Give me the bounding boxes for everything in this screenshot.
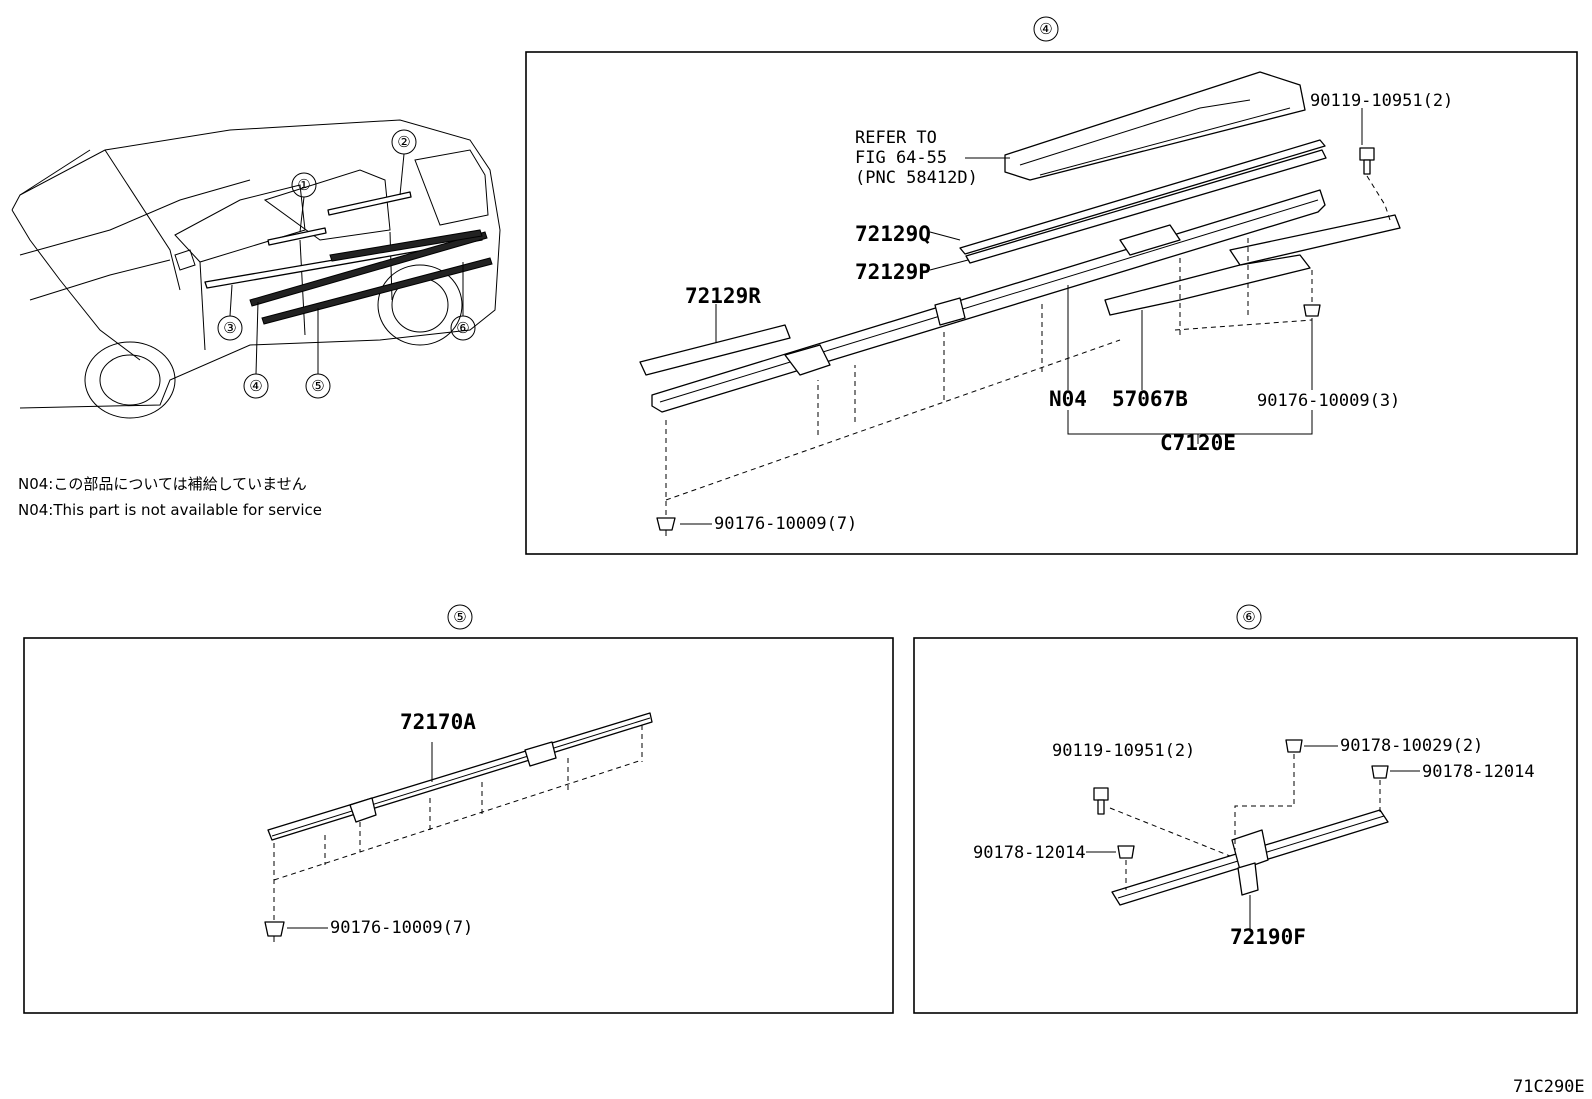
panel-4: ④ <box>525 16 1578 555</box>
strip-72129R <box>639 324 791 376</box>
label-90176-10009-3: 90176-10009(3) <box>1257 391 1400 411</box>
panel-6-frame <box>913 637 1578 1014</box>
label-72129P: 72129P <box>855 260 931 284</box>
label-57067B: 57067B <box>1112 387 1188 411</box>
label-90178-12014-right: 90178-12014 <box>1422 762 1535 782</box>
label-90119-10951-p6: 90119-10951(2) <box>1052 741 1195 761</box>
panel-6: ⑥ 90119-10951(2) 90178-10029(2) 90178-12… <box>913 604 1578 1014</box>
callout-2-label: ② <box>397 133 410 151</box>
label-90178-10029: 90178-10029(2) <box>1340 736 1483 756</box>
step-upper-rail <box>1004 71 1306 181</box>
vehicle-overview <box>11 119 501 419</box>
label-90178-12014-left: 90178-12014 <box>973 843 1086 863</box>
label-90176-10009-7-p5: 90176-10009(7) <box>330 918 473 938</box>
panel-5-title: ⑤ <box>453 608 466 626</box>
label-C7120E: C7120E <box>1160 431 1236 455</box>
clip-90176-3 <box>1303 304 1321 317</box>
panel-6-title: ⑥ <box>1242 608 1255 626</box>
strip-72129Q <box>959 139 1326 255</box>
panel-4-frame <box>525 51 1578 555</box>
nut-90178-10029 <box>1285 739 1303 753</box>
note-en: N04:This part is not available for servi… <box>18 501 322 519</box>
callout-4: ④ <box>243 301 269 399</box>
label-72170A: 72170A <box>400 710 476 734</box>
callout-1-label: ① <box>297 176 310 194</box>
refer-line2: FIG 64-55 <box>855 148 947 168</box>
clip-90176-7-p5 <box>264 921 285 942</box>
panel-4-title: ④ <box>1039 20 1052 38</box>
callout-3-label: ③ <box>223 319 236 337</box>
callout-2: ② <box>391 129 417 196</box>
panel-5: ⑤ 72170A 90176-10009(7) <box>23 604 894 1014</box>
label-90119-10951: 90119-10951(2) <box>1310 91 1453 111</box>
callout-5: ⑤ <box>305 308 331 399</box>
label-72190F: 72190F <box>1230 925 1306 949</box>
callout-3: ③ <box>217 284 243 341</box>
nut-90178-12014-left <box>1117 845 1135 859</box>
strip-72129P <box>965 149 1327 264</box>
diagram-code: 71C290E <box>1513 1077 1585 1097</box>
refer-line3: (PNC 58412D) <box>855 168 978 188</box>
nut-90178-12014-right <box>1371 765 1389 779</box>
callout-6-label: ⑥ <box>456 319 469 337</box>
label-N04: N04 <box>1049 387 1087 411</box>
clip-90176-7 <box>656 517 676 536</box>
label-72129R: 72129R <box>685 284 761 308</box>
refer-line1: REFER TO <box>855 128 937 148</box>
label-90176-10009-7: 90176-10009(7) <box>714 514 857 534</box>
callout-4-label: ④ <box>249 377 262 395</box>
callout-1: ① <box>291 172 317 233</box>
label-72129Q: 72129Q <box>855 222 931 246</box>
note-jp: N04:この部品については補給していません <box>18 475 307 493</box>
callout-5-label: ⑤ <box>311 377 324 395</box>
callout-6: ⑥ <box>450 262 476 341</box>
bolt-90119-p6 <box>1093 787 1109 815</box>
bolt-90119 <box>1359 147 1375 175</box>
panel-5-frame <box>23 637 894 1014</box>
